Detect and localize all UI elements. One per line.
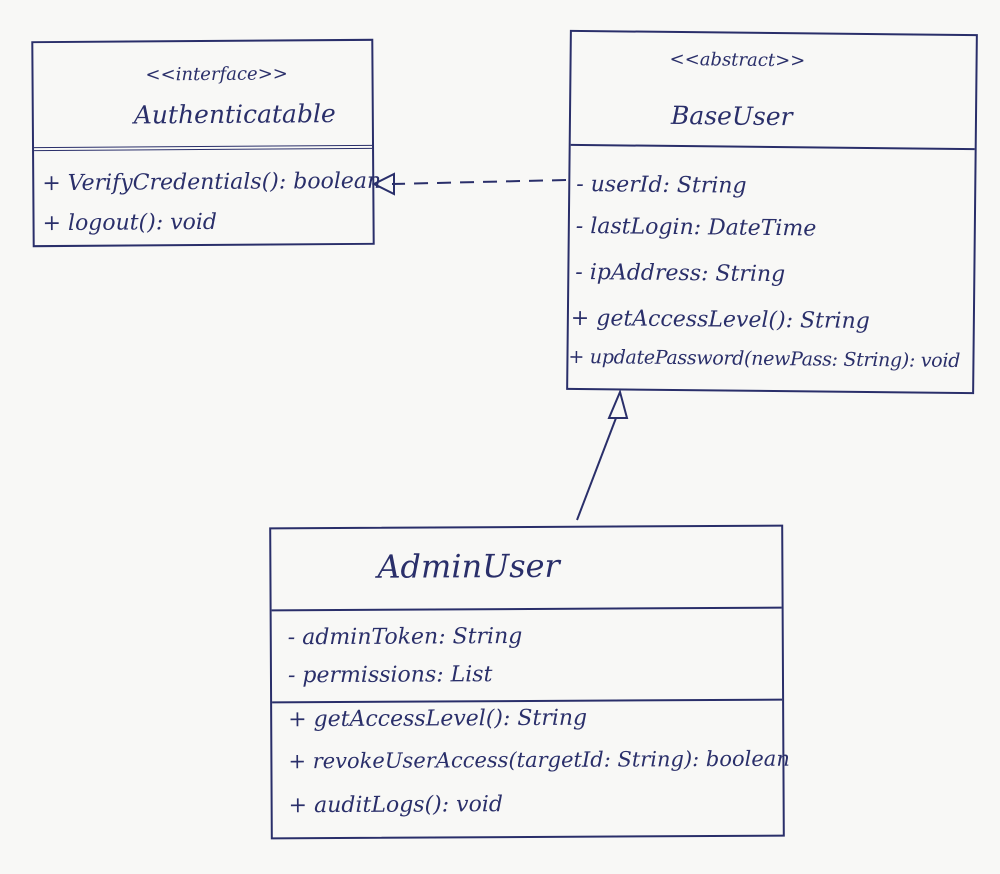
admin-method: + auditLogs(): void [288,792,503,819]
abstract-stereotype: <<abstract>> [669,48,806,72]
interface-method: + VerifyCredentials(): boolean [42,168,382,197]
interface-stereotype: <<interface>> [145,63,288,86]
admin-method: + revokeUserAccess(targetId: String): bo… [288,746,790,774]
admin-name: AdminUser [377,546,560,586]
admin-attribute: - adminToken: String [287,624,523,651]
admin-method: + getAccessLevel(): String [288,705,588,733]
abstract-attribute: - ipAddress: String [575,259,786,288]
admin-separator-top [271,606,782,612]
abstract-box-baseuser: <<abstract>> BaseUser - userId: String -… [566,29,978,395]
abstract-attribute: - userId: String [576,171,747,199]
abstract-separator [570,143,975,151]
interface-separator [34,144,373,152]
abstract-method: + updatePassword(newPass: String): void [568,345,961,372]
admin-separator-bottom [272,698,783,704]
interface-method: + logout(): void [42,209,218,237]
abstract-attribute: - lastLogin: DateTime [575,213,817,242]
abstract-name: BaseUser [670,100,793,132]
interface-name: Authenticatable [133,99,336,130]
admin-attribute: - permissions: List [287,662,493,689]
abstract-method: + getAccessLevel(): String [570,305,870,335]
class-box-adminuser: AdminUser - adminToken: String - permiss… [269,524,790,840]
interface-box-authenticatable: <<interface>> Authenticatable + VerifyCr… [31,38,381,248]
